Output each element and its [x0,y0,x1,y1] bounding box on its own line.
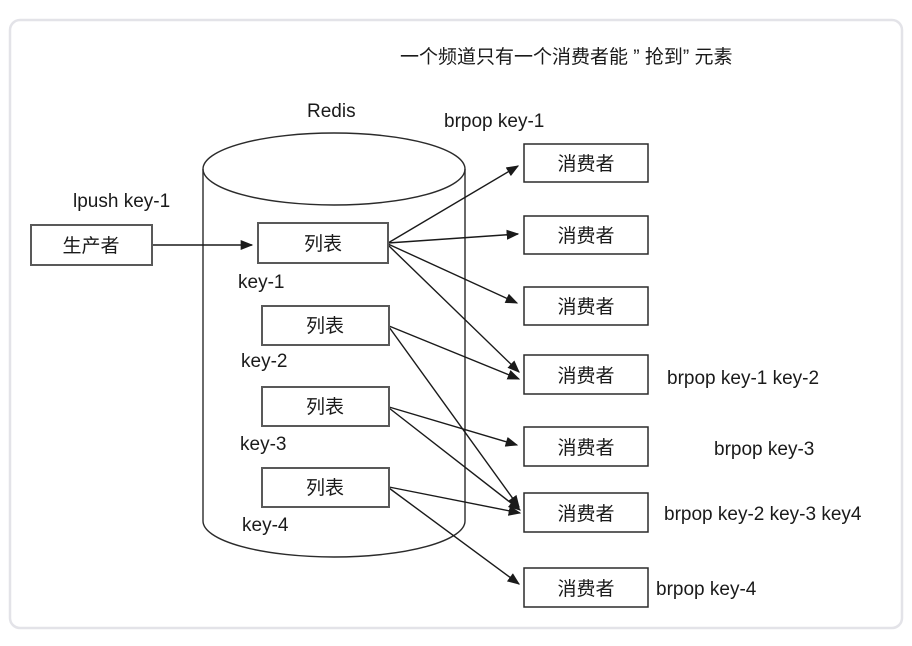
consumer-box-4: 消费者 [523,354,649,395]
key-4-label: key-4 [242,515,289,536]
brpop-key1-key2-label: brpop key-1 key-2 [667,368,819,389]
consumer-label: 消费者 [557,225,614,247]
arrow-key3-to-consumer5 [388,406,519,447]
arrow-key2-to-consumer6 [388,326,520,509]
producer-label: 生产者 [62,235,119,257]
consumer-label: 消费者 [557,503,614,525]
list-box-key-2: 列表 [261,305,390,346]
arrow-key1-to-consumer1 [387,165,520,244]
list-box-key-3: 列表 [261,386,390,427]
brpop-key2-key3-key4-label: brpop key-2 key-3 key4 [664,504,862,525]
consumer-box-7: 消费者 [523,567,649,608]
brpop-key4-label: brpop key-4 [656,579,757,600]
cylinder-top [202,132,466,206]
consumer-box-3: 消费者 [523,286,649,326]
redis-label: Redis [307,101,356,122]
arrow-key1-to-consumer2 [387,229,520,244]
consumer-box-2: 消费者 [523,215,649,255]
arrow-key1-to-consumer4 [387,244,520,373]
arrow-key2-to-consumer4 [388,325,521,380]
brpop-key3-label: brpop key-3 [714,439,814,460]
list-label: 列表 [306,396,344,418]
brpop-key1-group-label: brpop key-1 [444,111,544,132]
diagram-title: 一个频道只有一个消费者能 ” 抢到” 元素 [400,46,733,68]
consumer-box-6: 消费者 [523,492,649,533]
arrow-key4-to-consumer6 [388,486,522,516]
arrow-key1-to-consumer3 [387,243,519,304]
producer-box: 生产者 [30,224,153,266]
outer-frame [8,18,904,630]
key-1-label: key-1 [238,272,284,293]
consumer-label: 消费者 [557,296,614,318]
key-2-label: key-2 [241,351,287,372]
consumer-label: 消费者 [557,153,614,175]
key-3-label: key-3 [240,434,286,455]
arrow-key4-to-consumer7 [388,487,521,585]
list-box-key-1: 列表 [257,222,389,264]
consumer-label: 消费者 [557,365,614,387]
consumer-label: 消费者 [557,578,614,600]
consumer-label: 消费者 [557,437,614,459]
arrow-key3-to-consumer6 [388,407,521,511]
consumer-box-5: 消费者 [523,426,649,467]
list-label: 列表 [306,315,344,337]
lpush-command-label: lpush key-1 [73,191,170,212]
consumer-box-1: 消费者 [523,143,649,183]
list-label: 列表 [304,233,342,255]
list-box-key-4: 列表 [261,467,390,508]
list-label: 列表 [306,477,344,499]
